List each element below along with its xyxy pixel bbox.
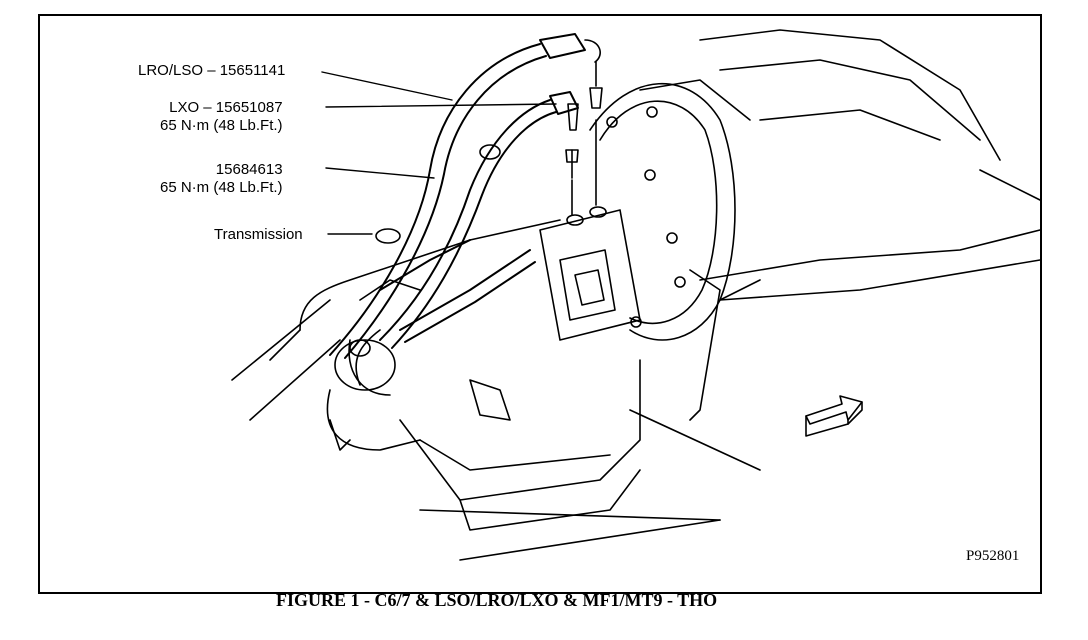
leader-lines <box>321 71 557 235</box>
callout-15684613-label: 15684613 <box>215 161 283 178</box>
bell-housing <box>589 79 761 421</box>
frame-rails <box>231 29 1041 561</box>
drawing-id: P952801 <box>966 548 1020 564</box>
transmission-case <box>299 209 641 531</box>
figure-caption: FIGURE 1 - C6/7 & LSO/LRO/LXO & MF1/MT9 … <box>276 590 718 610</box>
callout-lro-lso: LRO/LSO – 15651141 <box>138 62 285 80</box>
callout-lxo: LXO – 15651087 65 N·m (48 Lb.Ft.) <box>160 99 283 135</box>
front-direction-arrow <box>805 395 863 437</box>
cooler-lines <box>329 33 586 359</box>
callout-lxo-label: LXO – 15651087 <box>169 99 283 116</box>
callout-15684613: 15684613 65 N·m (48 Lb.Ft.) <box>160 161 283 197</box>
callout-transmission-label: Transmission <box>214 226 303 243</box>
callout-15684613-torque: 65 N·m (48 Lb.Ft.) <box>160 179 283 196</box>
callout-transmission: Transmission <box>214 226 303 244</box>
fittings <box>349 39 607 357</box>
callout-lxo-torque: 65 N·m (48 Lb.Ft.) <box>160 117 283 134</box>
figure-frame <box>38 14 1042 594</box>
callout-lro-lso-label: LRO/LSO – 15651141 <box>138 62 286 79</box>
